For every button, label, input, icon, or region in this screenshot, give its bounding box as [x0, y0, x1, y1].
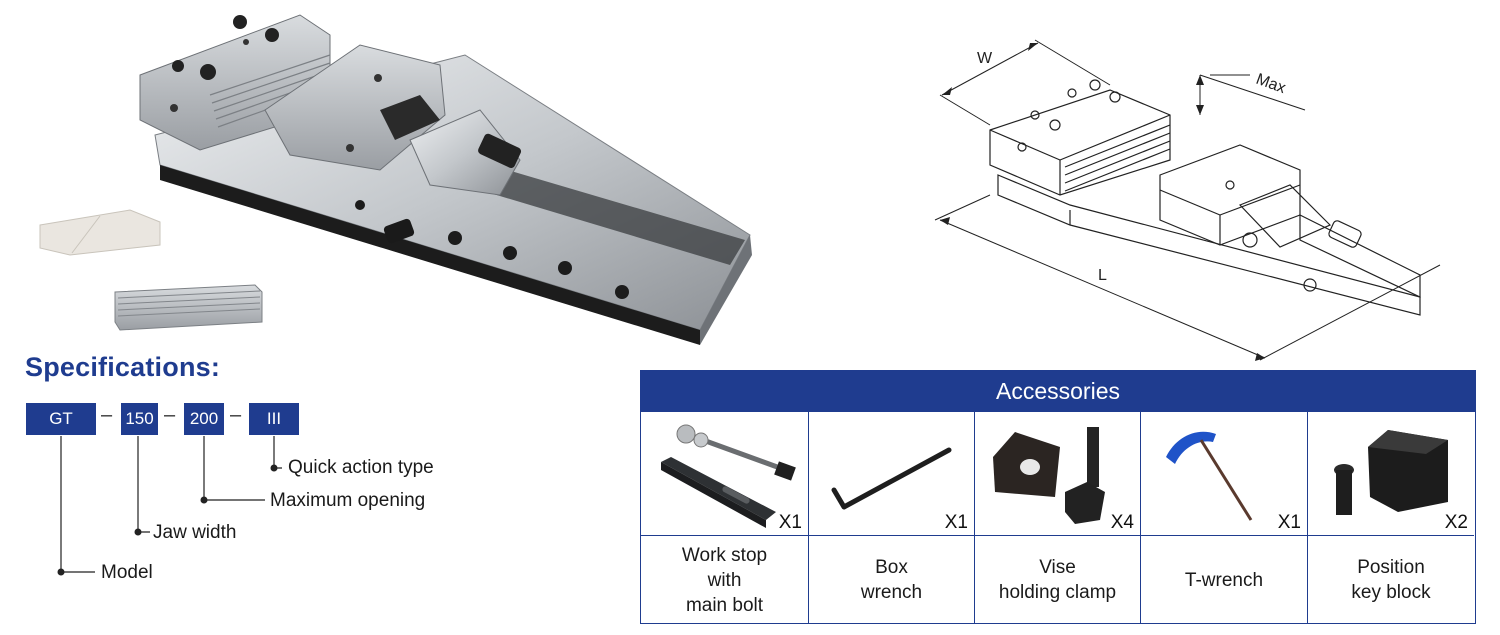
- accessory-name: Position key block: [1351, 557, 1431, 603]
- spec-label-jaw-width: Jaw width: [153, 522, 237, 543]
- vise-clamp-icon: [993, 427, 1105, 524]
- vise-dimension-drawing: W Max L: [934, 39, 1441, 361]
- t-wrench-icon: [1166, 431, 1253, 521]
- key-block-icon: [1334, 430, 1448, 515]
- code-separator: –: [101, 404, 113, 426]
- spec-connector-lines: [57, 436, 282, 576]
- code-separator: –: [230, 404, 242, 426]
- max-opening-code-box: 200: [184, 403, 224, 435]
- accessory-name: Work stop with main bolt: [681, 544, 768, 616]
- model-code-box: GT: [26, 403, 96, 435]
- type-code-box: III: [249, 403, 299, 435]
- accessory-qty: X1: [1277, 512, 1301, 533]
- accessory-cell-key-block: X2 Position key block: [1308, 412, 1474, 623]
- accessory-name: T-wrench: [1184, 569, 1264, 591]
- jaw-width-code-box: 150: [121, 403, 158, 435]
- accessory-qty: X2: [1444, 512, 1468, 533]
- accessory-cell-vise-clamp: X4 Vise holding clamp: [975, 412, 1141, 623]
- dimension-w-label: W: [977, 50, 993, 67]
- accessories-table: Accessories X1 Work stop with main bolt …: [640, 370, 1476, 624]
- box-wrench-icon: [831, 447, 952, 510]
- accessories-header: Accessories: [641, 371, 1475, 412]
- accessory-cell-work-stop: X1 Work stop with main bolt: [641, 412, 809, 623]
- dimension-l-label: L: [1098, 267, 1107, 284]
- accessory-name: Vise holding clamp: [998, 557, 1117, 603]
- work-stop-icon: [661, 424, 796, 528]
- accessory-cell-t-wrench: X1 T-wrench: [1141, 412, 1308, 623]
- accessory-qty: X4: [1110, 512, 1134, 533]
- accessory-qty: X1: [944, 512, 968, 533]
- spec-label-model: Model: [101, 562, 153, 583]
- spec-label-type: Quick action type: [288, 457, 434, 478]
- dimension-max-label: Max: [1254, 71, 1288, 97]
- accessory-cell-box-wrench: X1 Box wrench: [809, 412, 975, 623]
- spec-label-max-opening: Maximum opening: [270, 490, 426, 511]
- vise-product-photo: [39, 14, 752, 345]
- accessory-qty: X1: [778, 512, 802, 533]
- code-separator: –: [164, 404, 176, 426]
- accessory-name: Box wrench: [860, 557, 923, 603]
- specifications-title: Specifications:: [25, 352, 221, 382]
